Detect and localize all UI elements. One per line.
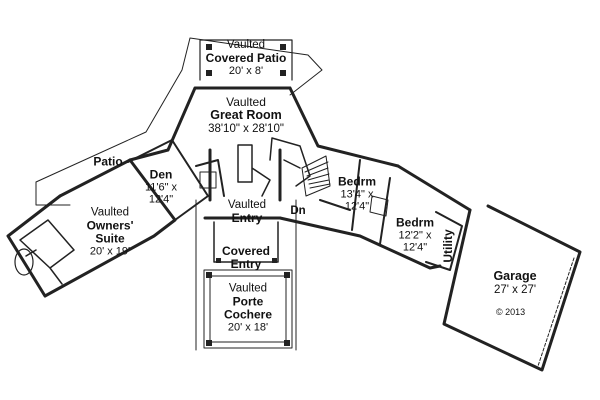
bedroom-wing-walls [278,164,472,270]
bathtub [14,248,34,276]
owners-bath-walls [19,219,75,285]
bath-fixtures [369,195,389,217]
covered-patio-outline [199,39,293,81]
bedroom-dividers [319,159,391,245]
covered-entry-walls [213,221,279,263]
kitchen-counter [269,137,311,187]
columns [206,44,290,346]
den-walls [127,139,225,221]
porte-cochere-outline [203,269,293,349]
garage-walls [442,204,582,372]
fireplace [237,144,271,197]
den-closet [199,171,217,189]
stairs [301,155,331,197]
great-room-walls [58,86,400,198]
entry-walls [203,148,282,220]
copyright-text: © 2013 [496,307,526,317]
utility-label: Utility [441,229,455,263]
utility-walls [425,211,463,271]
porte-cochere-wall [195,199,297,351]
garage-door [537,257,575,367]
patio-outline [35,37,323,206]
stairs-down-label: Dn [290,205,306,217]
